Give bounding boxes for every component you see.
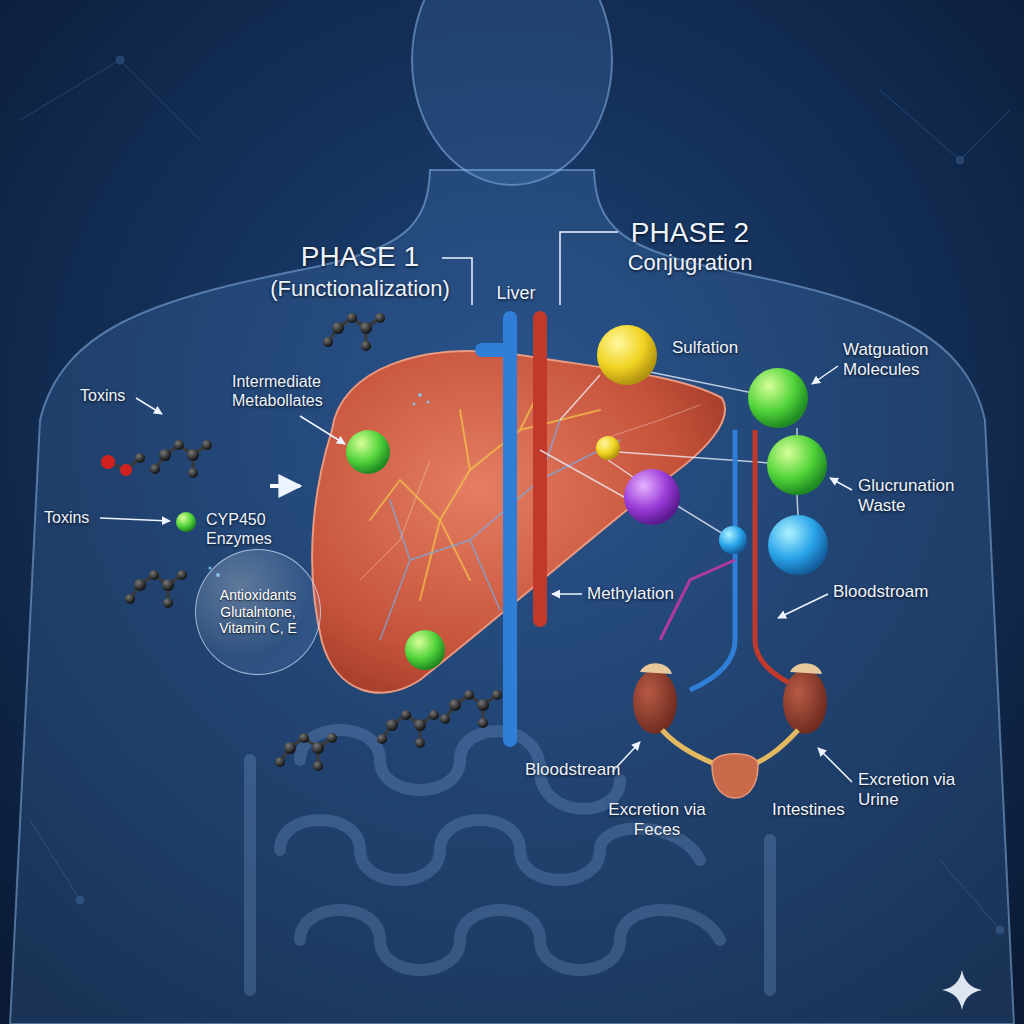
- callout-label: Bloodstroam: [833, 582, 928, 602]
- bracket-line: [560, 232, 618, 305]
- conjugation-sphere: [767, 435, 827, 495]
- node-text: Antioxidants Glutalntone, Vitamin C, E: [208, 587, 308, 637]
- kidney: [633, 663, 677, 734]
- body-silhouette: [10, 170, 1014, 1024]
- sparkle-watermark: [942, 970, 982, 1010]
- liver-organ: [312, 351, 725, 693]
- callout-label: Sulfation: [672, 338, 738, 358]
- callout-label: Methylation: [587, 584, 674, 604]
- molecule-sphere: [719, 526, 747, 554]
- phase-heading: PHASE 2: [631, 216, 749, 250]
- callout-label: Excretion via Urine: [858, 770, 976, 811]
- bladder: [712, 754, 758, 798]
- callout-label: Intermediate Metabollates: [232, 372, 354, 410]
- toxin-molecule: [275, 733, 337, 771]
- metabolite-molecule: [323, 313, 385, 351]
- phase-subheading: Conjugration: [628, 250, 753, 276]
- intestines: [250, 730, 770, 990]
- toxin-molecule: [125, 570, 187, 608]
- leader-line: [100, 366, 852, 782]
- toxin-molecule: [440, 690, 502, 728]
- callout-label: CYP450 Enzymes: [206, 510, 290, 548]
- flow-arrow: [270, 484, 300, 488]
- enzyme-sphere: [176, 512, 196, 532]
- callout-label: Excretion via Feces: [598, 800, 716, 841]
- organ-label: Liver: [496, 283, 535, 305]
- callout-label: Glucrunation Waste: [858, 476, 986, 517]
- antioxidant-bubble: Antioxidants Glutalntone, Vitamin C, E: [195, 549, 321, 675]
- callout-label: Toxins: [80, 386, 125, 405]
- phase-heading: PHASE 1: [301, 240, 419, 274]
- callout-label: Bloodstream: [525, 760, 620, 780]
- liver-vessels: [360, 390, 700, 640]
- sulfation-sphere: [597, 325, 657, 385]
- sparkles: [209, 393, 430, 577]
- enzyme-sphere: [405, 630, 445, 670]
- callout-label: Toxins: [44, 508, 89, 527]
- toxin-molecule: [101, 453, 145, 476]
- vein: [482, 318, 510, 740]
- sulfation-sphere: [596, 436, 620, 460]
- kidney: [783, 663, 827, 734]
- callout-label: Watguation Molecules: [843, 340, 975, 381]
- node-text-group: Antioxidants Glutalntone, Vitamin C, E: [208, 587, 308, 637]
- methylation-sphere: [624, 469, 680, 525]
- phase-subheading: (Functionalization): [270, 276, 450, 302]
- enzyme-sphere: [346, 430, 390, 474]
- head-silhouette: [412, 0, 612, 185]
- toxin-molecule: [150, 440, 212, 478]
- artery: [533, 318, 547, 620]
- conjugation-sphere: [748, 368, 808, 428]
- waste-sphere: [768, 515, 828, 575]
- toxin-molecule: [377, 710, 439, 748]
- callout-label: Intestines: [772, 800, 845, 820]
- vein: [690, 430, 735, 690]
